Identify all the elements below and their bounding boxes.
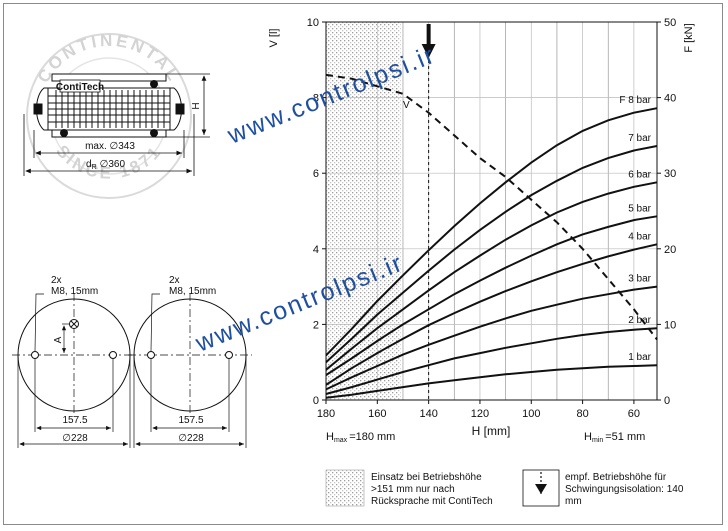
legend-arrow-text-3: mm [565, 496, 582, 507]
force-curve-label: 2 bar [628, 315, 651, 326]
bolt-hole-left [147, 351, 155, 359]
y-right-tick-label: 40 [664, 93, 676, 105]
y-right-tick-label: 10 [664, 319, 676, 331]
force-curve-1-bar [325, 364, 658, 399]
force-curve-label: 4 bar [628, 231, 651, 242]
x-tick-label: 140 [419, 408, 437, 420]
legend-hatch-text-2: >151 mm nur nach [371, 484, 455, 495]
brand-label: ContiTech [56, 82, 104, 93]
legend-hatch-text-1: Einsatz bei Betriebshöhe [371, 472, 482, 483]
force-curve-label: 6 bar [628, 169, 651, 180]
force-curve-2-bar [325, 327, 658, 395]
y-left-tick-label: 0 [313, 395, 319, 407]
y-right-axis-label: F [kN] [683, 23, 695, 52]
recommended-height-arrow-icon [421, 44, 436, 58]
recommended-height-arrow-shaft [426, 24, 431, 46]
datasheet-drawing: CONTINENTAL SINCE 1871 [12, 17, 695, 507]
y-right-tick-label: 20 [664, 244, 676, 256]
air-spring-side-view [33, 73, 185, 138]
x-tick-label: 180 [317, 408, 335, 420]
force-curve-5-bar [325, 215, 658, 376]
force-curve-label: F 8 bar [619, 95, 651, 106]
y-left-axis-label: V [l] [268, 29, 280, 48]
height-label: H [191, 102, 202, 109]
y-right-tick-label: 50 [664, 17, 676, 29]
bolt-hole-right [109, 351, 117, 359]
drawing-frame: CONTINENTAL SINCE 1871 [3, 3, 723, 525]
legend-arrow-text-2: Schwingungsisolation: 140 [565, 484, 684, 495]
bolt-hole-right [225, 351, 233, 359]
legend: Einsatz bei Betriebshöhe >151 mm nur nac… [325, 469, 684, 507]
bellows-convolutions [47, 87, 171, 131]
volume-curve-label: V [403, 100, 410, 111]
force-curve-6-bar [325, 181, 658, 371]
plate-right-spacing: 157.5 [178, 415, 203, 426]
force-curve-label: 5 bar [628, 203, 651, 214]
plate-left-diameter: ∅228 [62, 433, 88, 444]
max-diameter-label: max. ∅343 [85, 141, 135, 152]
force-curve-label: 7 bar [628, 133, 651, 144]
plate-right-thread: M8, 15mm [169, 286, 216, 297]
y-left-tick-label: 2 [313, 319, 319, 331]
x-tick-label: 120 [471, 408, 489, 420]
force-curve-4-bar [325, 243, 658, 386]
volume-curve [325, 73, 658, 341]
force-curve-label: 3 bar [628, 274, 651, 285]
legend-arrow-icon [535, 484, 547, 494]
plate-left [12, 293, 136, 448]
plate-left-spacing: 157.5 [62, 415, 87, 426]
h-max-label: Hmax=180 mm [326, 431, 395, 444]
force-curve-7-bar [325, 145, 658, 363]
x-axis-label: H [mm] [472, 424, 511, 438]
y-left-tick-label: 6 [313, 168, 319, 180]
y-left-tick-label: 8 [313, 93, 319, 105]
force-curve-label: 1 bar [628, 352, 651, 363]
brand-box [59, 79, 101, 93]
force-curve-8-bar [325, 107, 658, 357]
legend-hatch-swatch [325, 469, 365, 507]
dr-label: dR∅360 [86, 159, 125, 171]
x-tick-label: 100 [522, 408, 540, 420]
bolt-hole-left [31, 351, 39, 359]
x-tick-label: 80 [576, 408, 588, 420]
h-min-label: Hmin=51 mm [584, 431, 645, 444]
height-dimension [166, 73, 210, 138]
plate-right [128, 293, 252, 448]
y-right-tick-label: 0 [664, 395, 670, 407]
plate-left-count: 2x [51, 275, 62, 286]
max-diameter-dimension [33, 130, 185, 158]
x-tick-label: 60 [628, 408, 640, 420]
plate-left-offset: A [53, 336, 64, 343]
plate-left-thread: M8, 15mm [51, 286, 98, 297]
legend-arrow-text-1: empf. Betriebshöhe für [565, 472, 667, 483]
plate-right-count: 2x [169, 275, 180, 286]
hatched-zone [326, 22, 401, 400]
force-curve-3-bar [325, 285, 658, 391]
plate-right-diameter: ∅228 [178, 433, 204, 444]
y-left-tick-label: 10 [307, 17, 319, 29]
dr-diameter-dimension [23, 114, 195, 176]
y-right-tick-label: 30 [664, 168, 676, 180]
y-left-tick-label: 4 [313, 244, 319, 256]
plot-frame [325, 21, 658, 401]
legend-hatch-text-3: Rücksprache mit ContiTech [371, 496, 493, 507]
x-tick-label: 160 [368, 408, 386, 420]
